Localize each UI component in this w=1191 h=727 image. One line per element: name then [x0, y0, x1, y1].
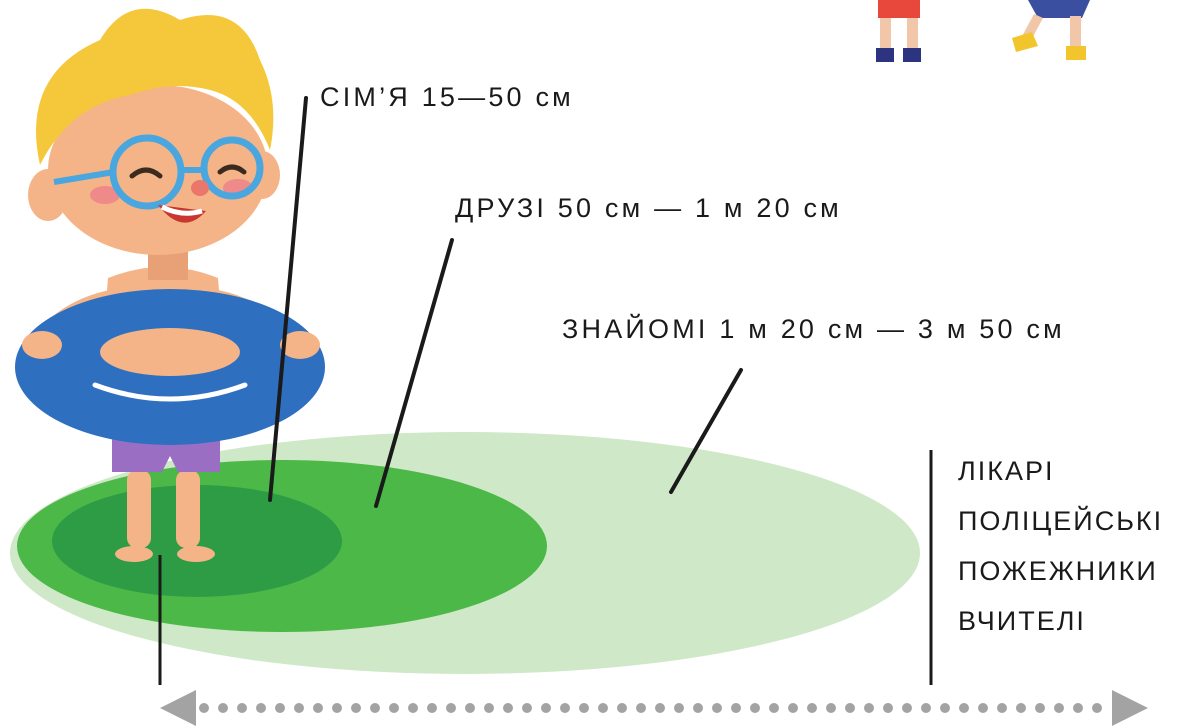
arrow-dot	[579, 703, 589, 713]
arrow-dot	[1092, 703, 1102, 713]
arrow-dot	[427, 703, 437, 713]
acquaintances-zone-label: ЗНАЙОМІ 1 м 20 см — 3 м 50 см	[562, 314, 1065, 344]
family-leader-line	[268, 96, 308, 502]
arrow-dot	[883, 703, 893, 713]
arrow-dot	[921, 703, 931, 713]
arrow-dot	[313, 703, 323, 713]
arrow-dot	[218, 703, 228, 713]
arrow-dot	[617, 703, 627, 713]
professional-group-item: ЛІКАРІ	[958, 456, 1055, 486]
arrow-dot	[1016, 703, 1026, 713]
arrow-dot	[541, 703, 551, 713]
professional-group-item: ПОЛІЦЕЙСЬКІ	[958, 506, 1164, 536]
arrow-dot	[1054, 703, 1064, 713]
arrow-dot	[845, 703, 855, 713]
arrow-dot	[1073, 703, 1083, 713]
arrow-dot	[902, 703, 912, 713]
arrow-dot	[655, 703, 665, 713]
arrow-dot	[674, 703, 684, 713]
arrow-dot	[503, 703, 513, 713]
arrow-dot	[636, 703, 646, 713]
arrow-dot	[408, 703, 418, 713]
arrow-dot	[712, 703, 722, 713]
arrow-dot	[522, 703, 532, 713]
family-zone-label: СІМ’Я 15—50 см	[320, 82, 574, 112]
arrow-dot	[370, 703, 380, 713]
arrow-dot	[294, 703, 304, 713]
friends-leader-line	[374, 238, 454, 508]
arrow-dot	[1035, 703, 1045, 713]
arrow-dot	[560, 703, 570, 713]
arrow-dot	[997, 703, 1007, 713]
arrow-dot	[731, 703, 741, 713]
arrow-dot	[446, 703, 456, 713]
arrow-dot	[465, 703, 475, 713]
arrow-dot	[275, 703, 285, 713]
arrow-dot	[807, 703, 817, 713]
arrow-dot	[199, 703, 209, 713]
arrow-dot	[978, 703, 988, 713]
arrow-dot	[389, 703, 399, 713]
arrow-dot	[788, 703, 798, 713]
arrow-dot	[332, 703, 342, 713]
arrow-dot	[484, 703, 494, 713]
arrow-dot	[769, 703, 779, 713]
arrow-dot	[598, 703, 608, 713]
arrow-dot	[256, 703, 266, 713]
arrow-dot	[351, 703, 361, 713]
arrow-dot	[693, 703, 703, 713]
acquaintances-leader-line	[669, 368, 743, 494]
children-legs-icon	[876, 0, 1090, 62]
professional-group-item: ПОЖЕЖНИКИ	[958, 556, 1158, 586]
boy-with-swim-ring-icon	[15, 8, 325, 562]
arrow-dot	[237, 703, 247, 713]
arrow-dot	[864, 703, 874, 713]
professional-group-list: ЛІКАРІ ПОЛІЦЕЙСЬКІ ПОЖЕЖНИКИ ВЧИТЕЛІ	[958, 446, 1163, 646]
arrow-dot	[959, 703, 969, 713]
professional-group-item: ВЧИТЕЛІ	[958, 606, 1086, 636]
double-arrow-icon	[160, 690, 1148, 726]
friends-zone-label: ДРУЗІ 50 см — 1 м 20 см	[455, 193, 842, 223]
arrow-dot	[826, 703, 836, 713]
arrow-dot	[940, 703, 950, 713]
arrow-dot	[750, 703, 760, 713]
